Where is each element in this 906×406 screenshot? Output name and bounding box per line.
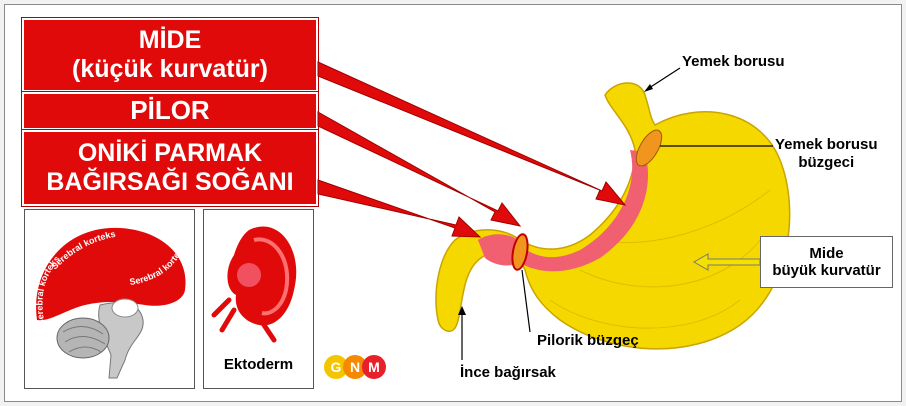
sphincter-line-2: büzgeci [798,154,854,171]
label-esophageal-sphincter: Yemek borusu büzgeci [775,136,878,172]
greater-curvature-line-2: büyük kurvatür [761,262,892,279]
stomach-body [436,83,790,349]
arrow-oniki [318,180,480,237]
arrow-pilor [318,112,520,226]
sphincter-line-1: Yemek borusu [775,136,878,153]
arrow-mide [318,62,625,205]
label-greater-curvature: Mide büyük kurvatür [760,236,893,288]
label-pyloric-sphincter: Pilorik büzgeç [537,332,639,350]
label-small-intestine: İnce bağırsak [460,364,556,382]
label-esophagus: Yemek borusu [682,53,785,71]
greater-curvature-line-1: Mide [761,245,892,262]
